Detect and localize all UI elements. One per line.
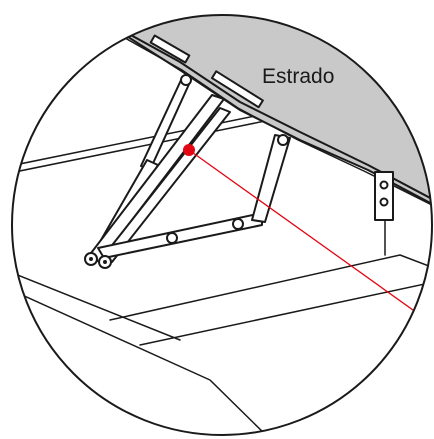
platform-label: Estrado: [262, 65, 334, 88]
magnifier-circle-outline: [11, 14, 433, 436]
upper-pivot-bolt: [277, 134, 289, 146]
arm-bolt-1: [166, 232, 178, 244]
callout-pointer: [183, 144, 432, 326]
lift-mechanism: [84, 94, 291, 269]
piston-top-bolt: [180, 74, 192, 86]
arm-bolt-2: [232, 218, 244, 230]
bed-frame: [12, 114, 432, 435]
hinge-bracket: [374, 171, 394, 221]
